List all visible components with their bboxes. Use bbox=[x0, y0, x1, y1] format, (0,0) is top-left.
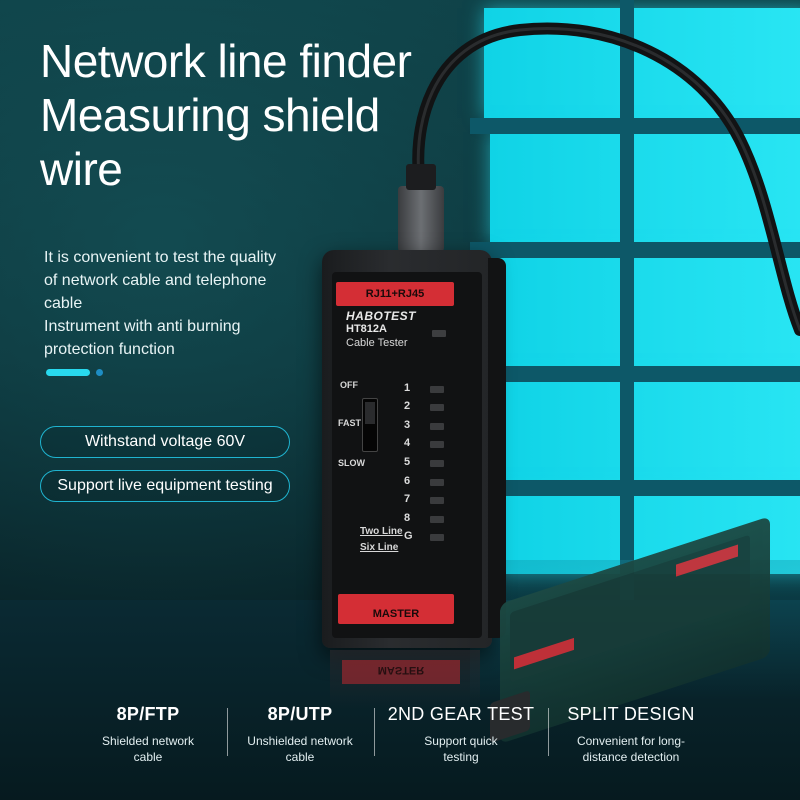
feature-ftp: 8P/FTP Shielded network cable bbox=[78, 704, 218, 765]
led-indicator: 2 bbox=[404, 400, 448, 416]
model-description: Cable Tester bbox=[346, 337, 408, 349]
feature-divider bbox=[548, 708, 549, 756]
port-label: RJ11+RJ45 bbox=[365, 288, 425, 300]
feature-title: 8P/UTP bbox=[267, 704, 333, 724]
led-indicator: 7 bbox=[404, 493, 448, 509]
feature-subtitle: Convenient for long- distance detection bbox=[576, 734, 686, 764]
feature-title: SPLIT DESIGN bbox=[567, 704, 695, 724]
led-indicator: G bbox=[404, 530, 448, 546]
description-line: It is convenient to test the quality bbox=[44, 249, 277, 266]
switch-off-label: OFF bbox=[340, 380, 358, 390]
switch-knob[interactable] bbox=[365, 402, 375, 424]
speed-switch[interactable] bbox=[362, 398, 378, 452]
port-label-plate bbox=[336, 282, 454, 306]
switch-fast-label: FAST bbox=[338, 418, 362, 428]
led-indicator: 6 bbox=[404, 475, 448, 491]
description-line: of network cable and telephone bbox=[44, 272, 267, 289]
description: It is convenient to test the quality of … bbox=[44, 246, 304, 361]
rj45-plug bbox=[398, 164, 444, 252]
reflection-label: MASTER bbox=[377, 664, 425, 676]
feature-subtitle: Shielded network cable bbox=[101, 734, 195, 764]
led-indicator: 4 bbox=[404, 437, 448, 453]
led-indicator: 3 bbox=[404, 419, 448, 435]
feature-split-design: SPLIT DESIGN Convenient for long- distan… bbox=[556, 704, 706, 765]
description-line: protection function bbox=[44, 341, 175, 358]
feature-subtitle: Support quick testing bbox=[424, 734, 498, 764]
master-tester-unit bbox=[322, 250, 506, 648]
carousel-dot[interactable] bbox=[96, 369, 103, 376]
feature-row: 8P/FTP Shielded network cable 8P/UTP Uns… bbox=[0, 704, 800, 774]
description-line: cable bbox=[44, 295, 83, 312]
live-testing-badge: Support live equipment testing bbox=[40, 470, 290, 502]
brand-logo: HABOTEST bbox=[346, 309, 416, 323]
led-indicator: 8 bbox=[404, 512, 448, 528]
feature-title: 2ND GEAR TEST bbox=[387, 704, 535, 724]
six-line-label: Six Line bbox=[360, 542, 399, 553]
headline-line-1: Network line finder bbox=[40, 35, 412, 87]
master-label-plate bbox=[338, 594, 454, 624]
feature-subtitle: Unshielded network cable bbox=[247, 734, 353, 764]
master-label: MASTER bbox=[372, 608, 420, 620]
model-number: HT812A bbox=[346, 323, 387, 335]
switch-slow-label: SLOW bbox=[338, 458, 365, 468]
two-line-label: Two Line bbox=[360, 526, 403, 537]
headline-line-3: wire bbox=[40, 143, 123, 195]
description-line: Instrument with anti burning bbox=[44, 318, 241, 335]
feature-gear-test: 2ND GEAR TEST Support quick testing bbox=[382, 704, 540, 765]
device-reflection: MASTER bbox=[330, 650, 480, 710]
feature-divider bbox=[227, 708, 228, 756]
feature-utp: 8P/UTP Unshielded network cable bbox=[232, 704, 368, 765]
voltage-badge: Withstand voltage 60V bbox=[40, 426, 290, 458]
led-indicator: 5 bbox=[404, 456, 448, 472]
power-led bbox=[432, 330, 446, 337]
feature-divider bbox=[374, 708, 375, 756]
led-indicator: 1 bbox=[404, 382, 448, 398]
feature-title: 8P/FTP bbox=[116, 704, 180, 724]
headline: Network line finder Measuring shield wir… bbox=[40, 34, 480, 196]
headline-line-2: Measuring shield bbox=[40, 89, 380, 141]
carousel-active-indicator[interactable] bbox=[46, 369, 90, 376]
